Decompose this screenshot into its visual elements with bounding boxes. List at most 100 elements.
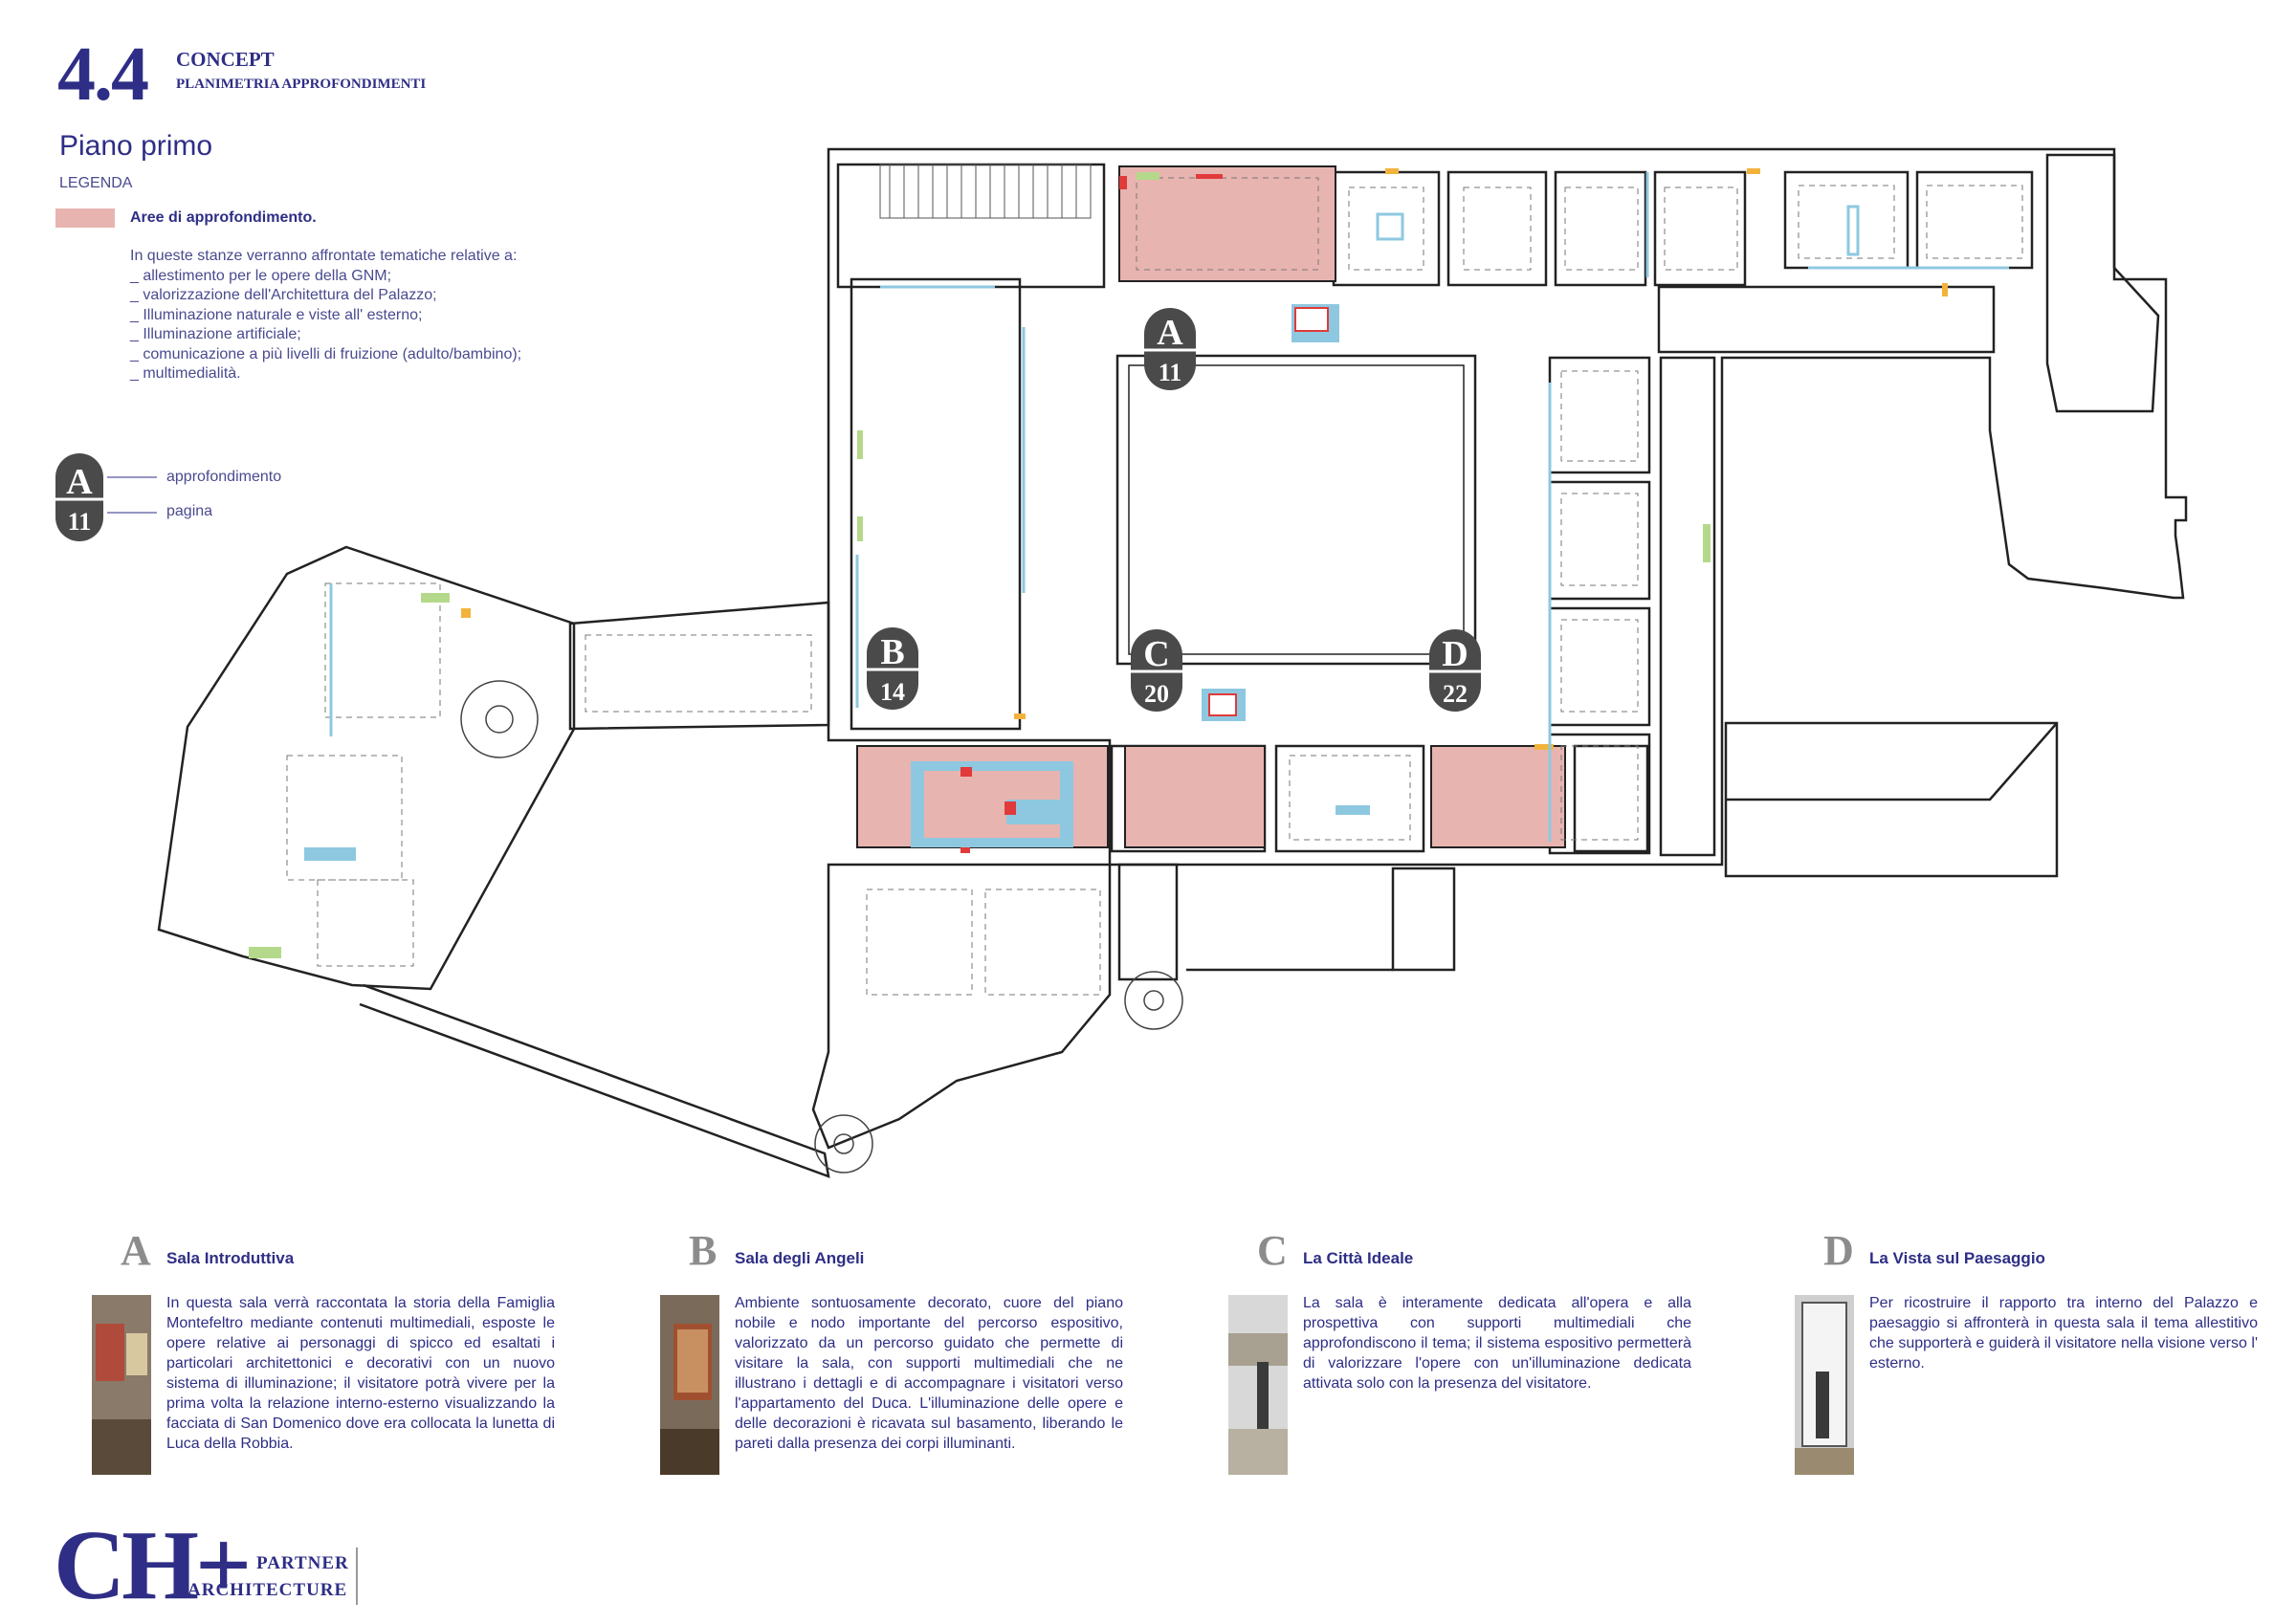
card-text: Ambiente sontuosamente decorato, cuore d… [735, 1295, 1123, 1452]
card-letter: C [1257, 1227, 1288, 1274]
display-green [1137, 172, 1159, 180]
plan-roof-ridge [1726, 722, 2058, 801]
badge-letter: D [1442, 634, 1468, 674]
plan-gallery [1657, 285, 1996, 354]
display-green [1703, 524, 1711, 562]
display-green [857, 516, 863, 541]
highlight-room-d [1430, 745, 1566, 848]
badge-page: 11 [1159, 359, 1182, 386]
plan-diagonal-wall [359, 983, 830, 1178]
display-orange [1534, 744, 1554, 750]
display-elements [249, 168, 1948, 958]
badge-letter: A [1157, 313, 1183, 353]
display-green [249, 947, 281, 958]
plan-room [1117, 863, 1179, 981]
floor-title: Piano primo [59, 130, 213, 162]
plan-badge-d: D 22 [1429, 629, 1481, 712]
display-green [421, 593, 450, 603]
display-lines [329, 172, 2009, 842]
legend-key-number-label: pagina [166, 503, 213, 519]
display-red [1196, 174, 1223, 179]
section-subtitle: PLANIMETRIA APPROFONDIMENTI [176, 77, 427, 92]
legend-key-letter-label: approfondimento [166, 469, 282, 485]
section-title: CONCEPT [176, 48, 275, 71]
card-letter: B [689, 1227, 718, 1274]
section-number: 4.4 [57, 33, 149, 117]
badge-page: 14 [880, 678, 905, 706]
plan-room [1915, 170, 2034, 270]
badge-page: 22 [1443, 680, 1468, 708]
display-blue [1846, 205, 1860, 256]
plan-roof [1724, 721, 2059, 878]
floor-plan: A 11 B 14 C 20 D 22 [157, 147, 2188, 1178]
legend-heading: LEGENDA [59, 175, 133, 191]
highlight-room-a [1118, 165, 1336, 282]
display-red [960, 767, 972, 777]
plan-room [1548, 356, 1651, 474]
card-title: La Vista sul Paesaggio [1869, 1249, 2045, 1267]
legend-badge-key: A 11 [55, 453, 157, 541]
badge-page: 20 [1144, 680, 1169, 708]
legend-item: _ multimedialità. [130, 365, 241, 382]
logo-mark: CH+ [54, 1510, 252, 1620]
vault-pattern [286, 177, 2023, 996]
plan-annex [1391, 867, 1456, 972]
plan-room [850, 277, 1022, 731]
stairs-icon [879, 164, 1092, 219]
display-red [1208, 693, 1237, 716]
legend-description: In queste stanze verranno affrontate tem… [130, 247, 647, 384]
plan-walls [157, 147, 2188, 1178]
plan-west-wing [157, 545, 576, 991]
card-photo [1228, 1295, 1288, 1475]
plan-room [1274, 744, 1425, 853]
plan-room [1573, 744, 1649, 853]
display-orange [461, 608, 471, 618]
display-blue [1336, 805, 1370, 815]
display-red [960, 847, 970, 853]
card-photo [92, 1295, 151, 1475]
logo-divider [356, 1547, 358, 1605]
plan-east-annex [2045, 153, 2160, 413]
display-orange [1942, 283, 1948, 296]
card-title: Sala Introduttiva [166, 1249, 295, 1267]
legend-badge-letter: A [66, 462, 93, 502]
spiral-stair-icon [460, 680, 1183, 1174]
plan-room [1548, 606, 1651, 727]
plan-room [1548, 480, 1651, 601]
display-orange [1747, 168, 1760, 174]
display-red [1004, 801, 1016, 815]
plan-south-rooms [811, 863, 1112, 1150]
logo-partner: PARTNER [256, 1553, 349, 1573]
plan-corridor [1659, 356, 1716, 857]
display-red [1294, 307, 1329, 332]
card-text: Per ricostruire il rapporto tra interno … [1869, 1295, 2258, 1372]
plan-courtyard [1115, 354, 1477, 666]
plan-badge-b: B 14 [867, 627, 918, 710]
legend-intro: In queste stanze verranno affrontate tem… [130, 248, 518, 264]
card-title: La Città Ideale [1303, 1249, 1414, 1267]
plan-outline-main [827, 147, 2188, 867]
plan-room [836, 163, 1106, 289]
display-green [857, 430, 863, 459]
legend-item: _ comunicazione a più livelli di fruizio… [130, 345, 522, 362]
display-blue [1376, 212, 1404, 241]
plan-badge-c: C 20 [1131, 629, 1182, 712]
legend-swatch-label: Aree di approfondimento. [130, 209, 317, 226]
plan-badge-a: A 11 [1144, 308, 1196, 390]
badge-letter: C [1143, 634, 1169, 674]
display-blue [304, 847, 356, 861]
legend-badge-number: 11 [68, 508, 92, 536]
legend-item: _ allestimento per le opere della GNM; [130, 267, 392, 284]
highlight-room-c [1124, 745, 1266, 848]
plan-courtyard-inner [1128, 364, 1465, 655]
badge-letter: B [880, 632, 904, 672]
legend-swatch [55, 208, 115, 228]
logo-architecture: ARCHITECTURE [188, 1580, 348, 1600]
highlight-rooms [856, 165, 1566, 848]
plan-room [1783, 170, 1910, 270]
plan-room [1653, 170, 1747, 287]
legend-item: _ valorizzazione dell'Architettura del P… [130, 287, 437, 303]
legend-badge-shape [55, 453, 103, 541]
plan-room [1446, 170, 1548, 287]
legend-item: _ Illuminazione naturale e viste all' es… [130, 306, 423, 323]
